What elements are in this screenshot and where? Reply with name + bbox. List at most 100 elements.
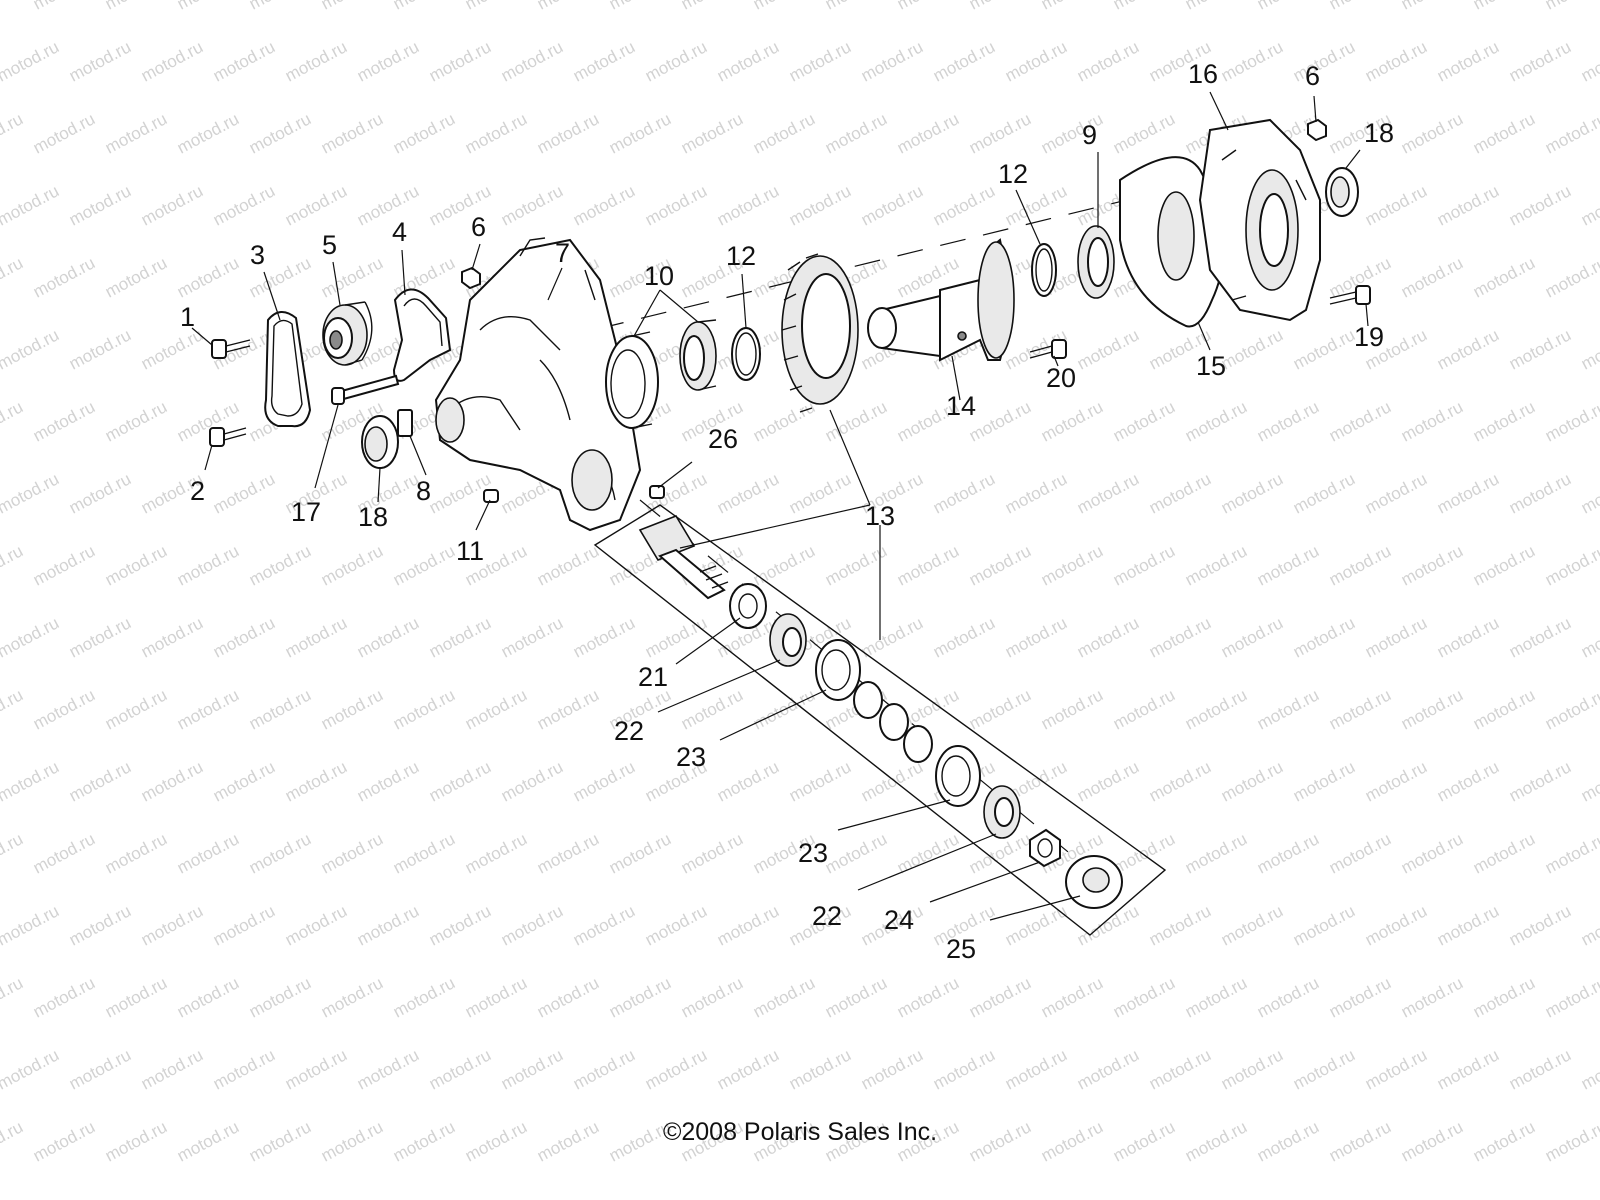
watermark-text: motod.ru bbox=[0, 0, 26, 14]
watermark-text: motod.ru bbox=[210, 757, 278, 805]
watermark-text: motod.ru bbox=[138, 37, 206, 85]
watermark-text: motod.ru bbox=[210, 613, 278, 661]
watermark-text: motod.ru bbox=[210, 181, 278, 229]
watermark-text: motod.ru bbox=[1182, 973, 1250, 1021]
watermark-text: motod.ru bbox=[930, 1045, 998, 1093]
watermark-text: motod.ru bbox=[678, 0, 746, 14]
watermark-text: motod.ru bbox=[138, 901, 206, 949]
watermark-text: motod.ru bbox=[1146, 757, 1214, 805]
watermark-text: motod.ru bbox=[1182, 397, 1250, 445]
watermark-text: motod.ru bbox=[1578, 469, 1600, 517]
gasket-15 bbox=[1119, 156, 1225, 328]
watermark-text: motod.ru bbox=[786, 1045, 854, 1093]
watermark-text: motod.ru bbox=[138, 613, 206, 661]
callout-label: 2 bbox=[190, 476, 205, 506]
watermark-text: motod.ru bbox=[102, 829, 170, 877]
watermark-text: motod.ru bbox=[786, 757, 854, 805]
callout-labels: 1 2 3 4 5 6 6 7 8 9 10 11 12 12 13 14 15… bbox=[180, 59, 1394, 964]
watermark-text: motod.ru bbox=[1290, 613, 1358, 661]
watermark-text: motod.ru bbox=[1542, 685, 1600, 733]
callout-label: 22 bbox=[614, 716, 644, 746]
watermark-text: motod.ru bbox=[1254, 829, 1322, 877]
watermark-text: motod.ru bbox=[678, 973, 746, 1021]
watermark-text: motod.ru bbox=[1398, 685, 1466, 733]
watermark-text: motod.ru bbox=[138, 1045, 206, 1093]
watermark-text: motod.ru bbox=[1146, 1045, 1214, 1093]
watermark-text: motod.ru bbox=[1182, 0, 1250, 14]
watermark-text: motod.ru bbox=[570, 757, 638, 805]
watermark-text: motod.ru bbox=[1506, 1045, 1574, 1093]
watermark-text: motod.ru bbox=[66, 757, 134, 805]
watermark-text: motod.ru bbox=[858, 613, 926, 661]
callout-label: 19 bbox=[1354, 322, 1384, 352]
watermark-text: motod.ru bbox=[1506, 325, 1574, 373]
leader-lines bbox=[191, 91, 1369, 921]
callout-label: 1 bbox=[180, 302, 195, 332]
watermark-text: motod.ru bbox=[1218, 469, 1286, 517]
watermark-text: motod.ru bbox=[390, 541, 458, 589]
watermark-text: motod.ru bbox=[30, 685, 98, 733]
watermark-text: motod.ru bbox=[1110, 685, 1178, 733]
watermark-text: motod.ru bbox=[786, 37, 854, 85]
watermark-text: motod.ru bbox=[1182, 829, 1250, 877]
watermark-text: motod.ru bbox=[318, 541, 386, 589]
watermark-text: motod.ru bbox=[1326, 973, 1394, 1021]
watermark-text: motod.ru bbox=[1542, 829, 1600, 877]
watermark-text: motod.ru bbox=[0, 325, 62, 373]
watermark-text: motod.ru bbox=[750, 0, 818, 14]
bolt-1 bbox=[211, 339, 251, 359]
watermark-text: motod.ru bbox=[174, 541, 242, 589]
watermark-text: motod.ru bbox=[498, 901, 566, 949]
watermark-text: motod.ru bbox=[210, 37, 278, 85]
bearing-22-upper bbox=[769, 613, 807, 667]
watermark-text: motod.ru bbox=[1074, 757, 1142, 805]
watermark-text: motod.ru bbox=[786, 181, 854, 229]
watermark-text: motod.ru bbox=[66, 1045, 134, 1093]
watermark-text: motod.ru bbox=[786, 469, 854, 517]
watermark-text: motod.ru bbox=[750, 397, 818, 445]
watermark-text: motod.ru bbox=[1578, 181, 1600, 229]
callout-label: 23 bbox=[798, 838, 828, 868]
watermark-text: motod.ru bbox=[894, 109, 962, 157]
watermark-text: motod.ru bbox=[282, 1045, 350, 1093]
watermark-text: motod.ru bbox=[498, 613, 566, 661]
watermark-text: motod.ru bbox=[1542, 541, 1600, 589]
watermark-text: motod.ru bbox=[210, 901, 278, 949]
watermark-text: motod.ru bbox=[390, 109, 458, 157]
watermark-text: motod.ru bbox=[822, 0, 890, 14]
washer-21 bbox=[729, 583, 767, 629]
watermark-text: motod.ru bbox=[1362, 1045, 1430, 1093]
callout-label: 4 bbox=[392, 217, 407, 247]
watermark-text: motod.ru bbox=[1002, 469, 1070, 517]
bolt-2 bbox=[209, 427, 247, 447]
watermark-text: motod.ru bbox=[0, 613, 62, 661]
callout-label: 5 bbox=[322, 230, 337, 260]
watermark-text: motod.ru bbox=[138, 181, 206, 229]
watermark-text: motod.ru bbox=[822, 109, 890, 157]
watermark-text: motod.ru bbox=[1362, 613, 1430, 661]
nut-6-left bbox=[461, 266, 481, 290]
watermark-text: motod.ru bbox=[930, 181, 998, 229]
watermark-text: motod.ru bbox=[1038, 541, 1106, 589]
watermark-text: motod.ru bbox=[930, 469, 998, 517]
watermark-text: motod.ru bbox=[1506, 901, 1574, 949]
watermark-text: motod.ru bbox=[1290, 901, 1358, 949]
watermark-text: motod.ru bbox=[1470, 109, 1538, 157]
watermark-text: motod.ru bbox=[822, 397, 890, 445]
watermark-text: motod.ru bbox=[642, 613, 710, 661]
watermark-text: motod.ru bbox=[1074, 1045, 1142, 1093]
watermark-text: motod.ru bbox=[390, 685, 458, 733]
differential-14 bbox=[867, 238, 1015, 362]
watermark-text: motod.ru bbox=[1218, 1045, 1286, 1093]
callout-label: 20 bbox=[1046, 363, 1076, 393]
callout-label: 18 bbox=[1364, 118, 1394, 148]
watermark-text: motod.ru bbox=[282, 37, 350, 85]
bolt-20 bbox=[1029, 339, 1067, 359]
watermark-text: motod.ru bbox=[1146, 469, 1214, 517]
watermark-text: motod.ru bbox=[318, 253, 386, 301]
watermark-text: motod.ru bbox=[1218, 613, 1286, 661]
watermark-text: motod.ru bbox=[354, 613, 422, 661]
watermark-text: motod.ru bbox=[66, 37, 134, 85]
watermark-text: motod.ru bbox=[1578, 325, 1600, 373]
